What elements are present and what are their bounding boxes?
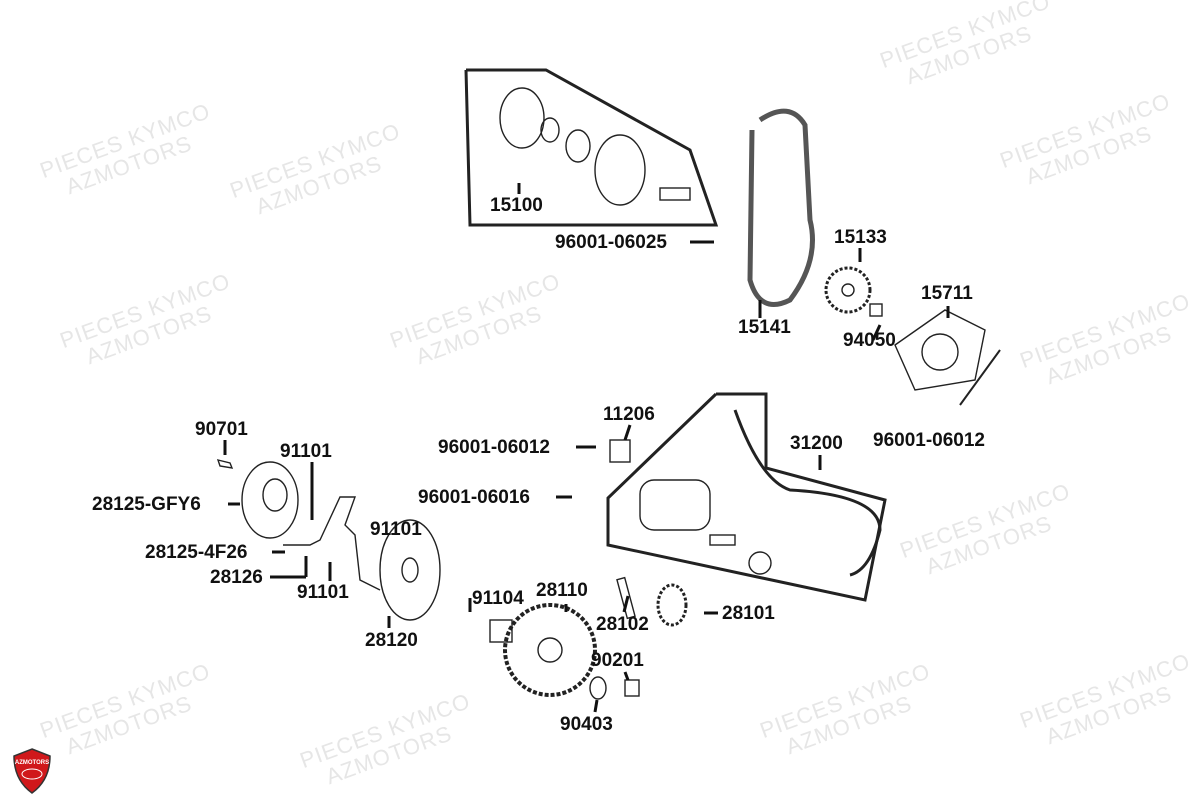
- pump-cover: [499, 87, 545, 149]
- pump-inner-rotor: [540, 117, 560, 143]
- part-label-28110: 28110: [536, 580, 588, 601]
- part-label-28125-4F26: 28125-4F26: [145, 542, 248, 563]
- pump-body: [594, 134, 646, 206]
- pump-outer-rotor: [565, 129, 591, 163]
- logo-text: AZMOTORS: [14, 760, 50, 766]
- part-label-28102: 28102: [596, 614, 649, 635]
- part-label-15141: 15141: [738, 317, 791, 338]
- part-label-96001-06012-left: 96001-06012: [438, 437, 550, 458]
- bracket-outline: [283, 496, 381, 591]
- part-label-94050: 94050: [843, 330, 896, 351]
- part-label-90701: 90701: [195, 419, 248, 440]
- gear-28101: [656, 583, 688, 627]
- part-label-90201: 90201: [591, 650, 644, 671]
- part-label-96001-06016: 96001-06016: [418, 487, 530, 508]
- part-label-90403: 90403: [560, 714, 613, 735]
- part-label-28120: 28120: [365, 630, 418, 651]
- clutch-28120: [379, 519, 441, 621]
- starter-cable: [733, 409, 882, 577]
- cover-15711: [894, 309, 986, 391]
- part-label-15711: 15711: [921, 283, 973, 304]
- part-label-96001-06025: 96001-06025: [555, 232, 667, 253]
- nut-94050: [869, 303, 883, 317]
- nut-90201: [624, 679, 640, 697]
- part-label-28125-GFY6: 28125-GFY6: [92, 494, 201, 515]
- pump-shaft: [659, 187, 691, 201]
- part-label-15100: 15100: [490, 195, 543, 216]
- o-ring: [748, 551, 772, 575]
- washer-90403: [589, 676, 607, 700]
- shaft-28102: [616, 576, 636, 620]
- part-label-28101: 28101: [722, 603, 775, 624]
- part-label-15133: 15133: [834, 227, 887, 248]
- azmotors-logo: AZMOTORS: [12, 748, 52, 794]
- bearing-91104: [489, 619, 513, 643]
- sprocket-15133: [824, 266, 872, 314]
- chain-15141: [747, 108, 815, 307]
- part-label-96001-06012-right: 96001-06012: [873, 430, 985, 451]
- part-label-91101: 91101: [297, 582, 349, 603]
- part-label-91104: 91104: [472, 588, 524, 609]
- part-label-11206: 11206: [603, 404, 655, 425]
- key-90701: [216, 459, 234, 469]
- bracket-11206: [609, 439, 631, 463]
- part-label-31200: 31200: [790, 433, 843, 454]
- gear-28110: [503, 603, 597, 697]
- part-label-91101: 91101: [370, 519, 422, 540]
- starter-motor: [639, 479, 711, 531]
- part-label-91101: 91101: [280, 441, 332, 462]
- part-label-28126: 28126: [210, 567, 263, 588]
- hub-28125-GFY6: [241, 461, 299, 539]
- group-outline-15100: [464, 68, 719, 227]
